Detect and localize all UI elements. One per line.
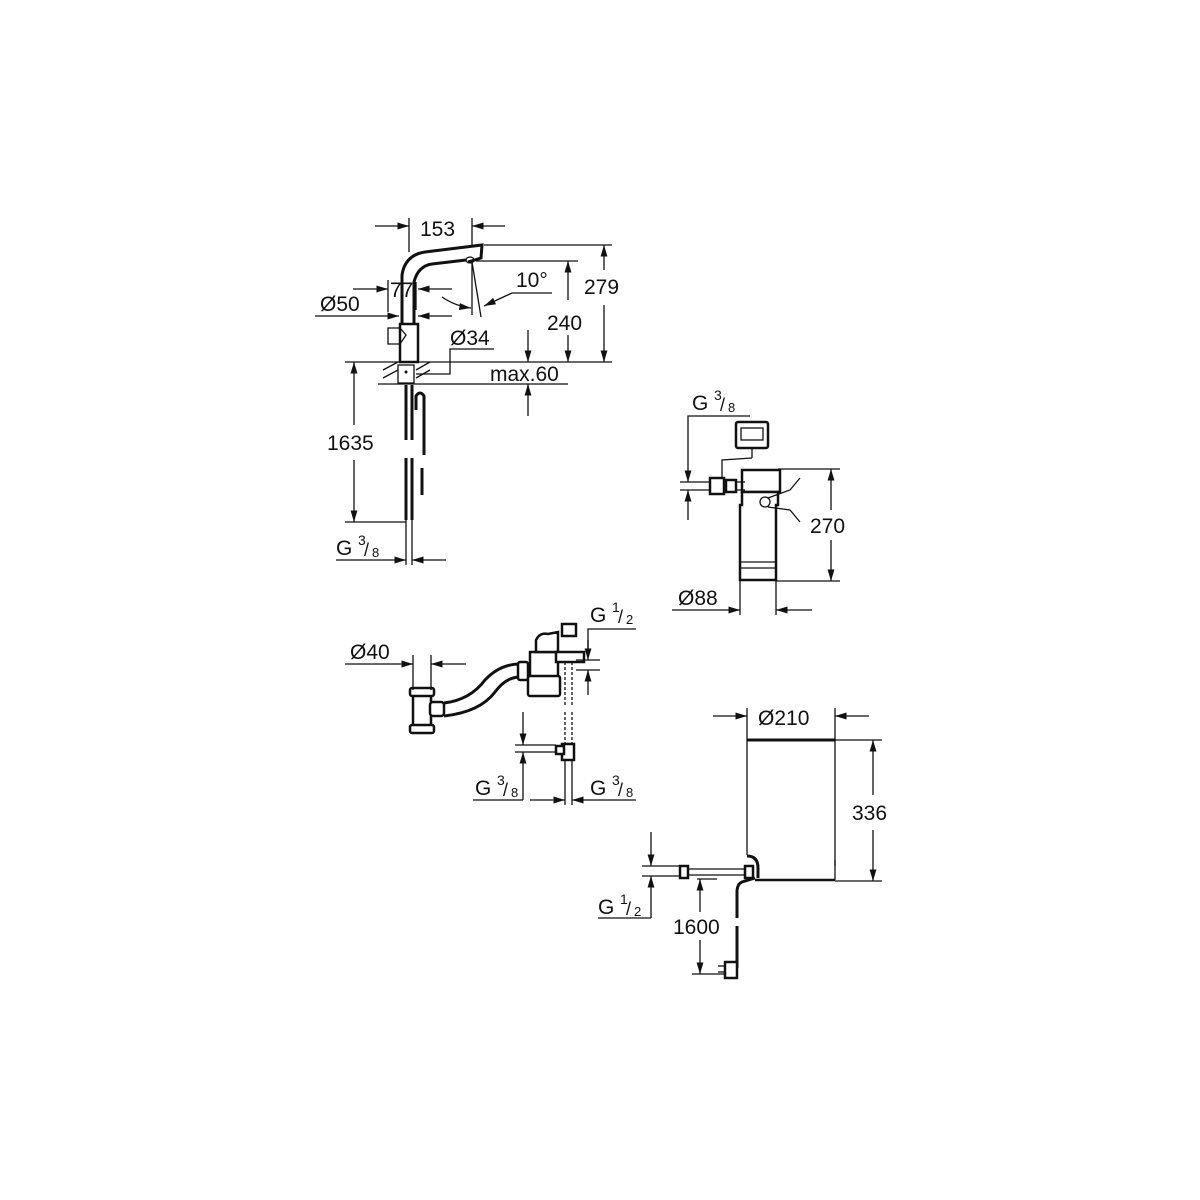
svg-text:/: / [364, 540, 369, 560]
connection-filter: G 3 / 8 [692, 387, 735, 415]
svg-text:3: 3 [358, 532, 366, 548]
dim-hole-diameter: Ø34 [450, 327, 490, 350]
connection-valve-left: G 3 / 8 [475, 772, 518, 800]
connection-faucet: G 3 / 8 [336, 532, 379, 560]
dim-counter-thickness: max.60 [490, 363, 559, 386]
svg-text:2: 2 [626, 612, 633, 627]
dim-faucet-spout-height: 240 [547, 312, 582, 335]
svg-text:3: 3 [714, 387, 722, 403]
dim-boiler-diameter: Ø210 [758, 707, 809, 730]
dim-pipe-diameter: Ø40 [350, 641, 390, 664]
dim-cable-length: 1600 [673, 916, 720, 939]
filter-drawing: G 3 / 8 270 Ø88 [672, 387, 845, 615]
connection-valve-top: G 1 / 2 [590, 599, 633, 627]
connection-boiler: G 1 / 2 [598, 891, 641, 919]
svg-text:3: 3 [497, 772, 505, 788]
svg-text:2: 2 [634, 904, 641, 919]
svg-text:8: 8 [728, 400, 735, 415]
svg-text:/: / [720, 395, 725, 415]
dim-filter-diameter: Ø88 [678, 587, 718, 610]
svg-text:3: 3 [612, 772, 620, 788]
svg-text:G: G [590, 777, 606, 800]
dim-spout-angle: 10° [516, 269, 548, 292]
svg-text:8: 8 [626, 785, 633, 800]
svg-text:8: 8 [511, 785, 518, 800]
dim-base-diameter: Ø50 [320, 293, 360, 316]
svg-text:G: G [475, 777, 491, 800]
svg-text:8: 8 [372, 545, 379, 560]
svg-text:G: G [692, 392, 708, 415]
valve-assembly-drawing: Ø40 G 1 / 2 G 3 / 8 G 3 / [345, 599, 636, 805]
svg-text:1: 1 [612, 599, 620, 615]
svg-text:/: / [503, 780, 508, 800]
faucet-drawing: 153 279 240 10° 77 Ø50 Ø34 [315, 218, 619, 565]
svg-text:1: 1 [620, 891, 628, 907]
svg-text:/: / [618, 780, 623, 800]
connection-valve-right: G 3 / 8 [590, 772, 633, 800]
dim-faucet-total-height: 279 [584, 276, 619, 299]
dim-faucet-base-width: 77 [390, 279, 413, 302]
dim-hose-length: 1635 [327, 432, 374, 455]
svg-text:G: G [598, 896, 614, 919]
svg-text:G: G [336, 537, 352, 560]
dim-boiler-height: 336 [852, 802, 887, 825]
svg-text:G: G [590, 604, 606, 627]
boiler-drawing: Ø210 336 G 1 / 2 1600 [598, 707, 887, 980]
dim-faucet-width: 153 [420, 218, 455, 241]
svg-text:/: / [618, 607, 623, 627]
svg-text:/: / [626, 899, 631, 919]
dim-filter-height: 270 [810, 515, 845, 538]
